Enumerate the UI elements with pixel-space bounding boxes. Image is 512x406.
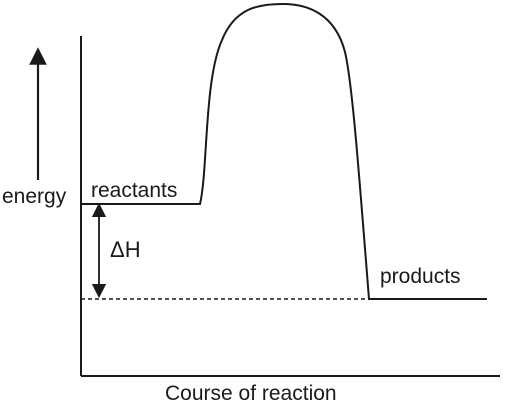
delta-h-label: ΔH: [110, 237, 141, 262]
products-label: products: [380, 265, 461, 288]
course-of-reaction-label: Course of reaction: [165, 382, 337, 405]
reactants-label: reactants: [91, 179, 178, 202]
reaction-energy-curve: [81, 2, 487, 300]
energy-axis-label: energy: [2, 185, 67, 208]
